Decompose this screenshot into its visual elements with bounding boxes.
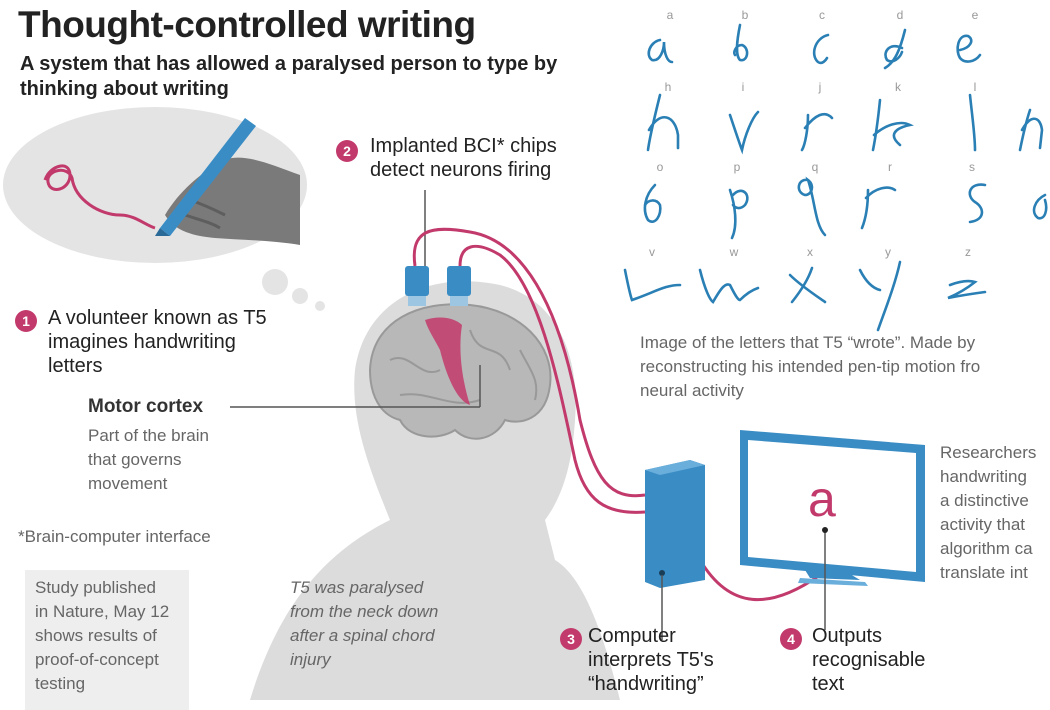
step-4-line: text: [812, 673, 845, 695]
researchers-line: a distinctive: [940, 491, 1029, 510]
letter-label: a: [666, 8, 674, 22]
caption-line: Image of the letters that T5 “wrote”. Ma…: [640, 333, 976, 352]
letter-label: k: [895, 80, 901, 94]
researchers-line: Researchers: [940, 443, 1037, 462]
letter-label: w: [729, 245, 739, 259]
letter-label: p: [733, 160, 741, 174]
screen-output-letter: a: [808, 471, 836, 527]
bci-chip-right: [447, 266, 471, 296]
cable: [412, 227, 646, 498]
motor-cortex-line: that governs: [88, 450, 182, 469]
bci-chip-left: [405, 266, 429, 296]
page-subtitle: A system that has allowed a paralysed pe…: [20, 53, 558, 100]
letter-label: o: [656, 160, 664, 174]
letter-label: l: [973, 80, 977, 94]
computer-tower: [645, 460, 705, 588]
motor-cortex-region: [425, 317, 470, 405]
letter-label: r: [888, 160, 892, 174]
letter-label: s: [969, 160, 975, 174]
letter-label: e: [971, 8, 979, 22]
step-3-line: interprets T5's: [588, 649, 714, 671]
study-line: proof-of-concept: [35, 650, 159, 669]
study-line: Study published: [35, 578, 156, 597]
caption-line: neural activity: [640, 381, 744, 400]
step-1-line: A volunteer known as T5: [48, 307, 267, 329]
step-1-badge: 1: [15, 310, 37, 332]
study-line: shows results of: [35, 626, 157, 645]
step-2-badge: 2: [336, 140, 358, 162]
step-3-line: Computer: [588, 625, 676, 647]
step-4-badge: 4: [780, 628, 802, 650]
letter-label: i: [741, 80, 745, 94]
letter-label: c: [819, 8, 825, 22]
step-2-line: Implanted BCI* chips: [370, 135, 557, 157]
t5-note-line: after a spinal chord: [290, 626, 435, 645]
motor-cortex-desc: Part of the brain that governs movement: [88, 424, 209, 496]
motor-cortex-title: Motor cortex: [88, 396, 204, 417]
step-1-line: letters: [48, 355, 103, 377]
letter-label: h: [664, 80, 672, 94]
t5-note-line: injury: [290, 650, 331, 669]
step-1-line: imagines handwriting: [48, 331, 236, 353]
researchers-text: Researchers handwriting a distinctive ac…: [940, 441, 1050, 585]
letters-caption: Image of the letters that T5 “wrote”. Ma…: [640, 331, 1050, 403]
motor-cortex-line: movement: [88, 474, 168, 493]
step-4-line: Outputs: [812, 625, 883, 647]
step-1-text: A volunteer known as T5 imagines handwri…: [48, 306, 267, 378]
letter-label: x: [807, 245, 813, 259]
imagined-letter-scribble: [43, 164, 156, 230]
motor-cortex-line: Part of the brain: [88, 426, 209, 445]
step-4-line: recognisable: [812, 649, 926, 671]
step-4-text: Outputs recognisable text: [812, 624, 925, 696]
researchers-line: handwriting: [940, 467, 1027, 486]
step-3-badge: 3: [560, 628, 582, 650]
letter-label: j: [818, 80, 822, 94]
pen-icon: [160, 118, 256, 236]
step-2-line: detect neurons firing: [370, 159, 552, 181]
researchers-line: algorithm ca: [940, 539, 1033, 558]
page-title: Thought-controlled writing: [18, 4, 476, 45]
letter-label: z: [965, 245, 971, 259]
study-box: [25, 570, 189, 710]
step-2-text: Implanted BCI* chips detect neurons firi…: [370, 134, 557, 182]
t5-note-line: T5 was paralysed: [290, 578, 424, 597]
study-line: testing: [35, 674, 86, 693]
letter-label: b: [741, 8, 749, 22]
t5-note-line: from the neck down: [290, 602, 439, 621]
step-3-line: “handwriting”: [588, 673, 704, 695]
caption-line: reconstructing his intended pen-tip moti…: [640, 357, 981, 376]
step-3-text: Computer interprets T5's “handwriting”: [588, 624, 714, 696]
study-text: Study published in Nature, May 12 shows …: [35, 576, 169, 696]
letter-label: y: [885, 245, 891, 259]
t5-note: T5 was paralysed from the neck down afte…: [290, 576, 438, 672]
researchers-line: activity that: [940, 515, 1026, 534]
letter-label: v: [649, 245, 655, 259]
footnote: *Brain-computer interface: [18, 527, 211, 546]
researchers-line: translate int: [940, 563, 1028, 582]
study-line: in Nature, May 12: [35, 602, 170, 621]
letter-label: q: [811, 160, 819, 174]
handwritten-letters: [623, 23, 1048, 332]
letter-label: d: [896, 8, 904, 22]
